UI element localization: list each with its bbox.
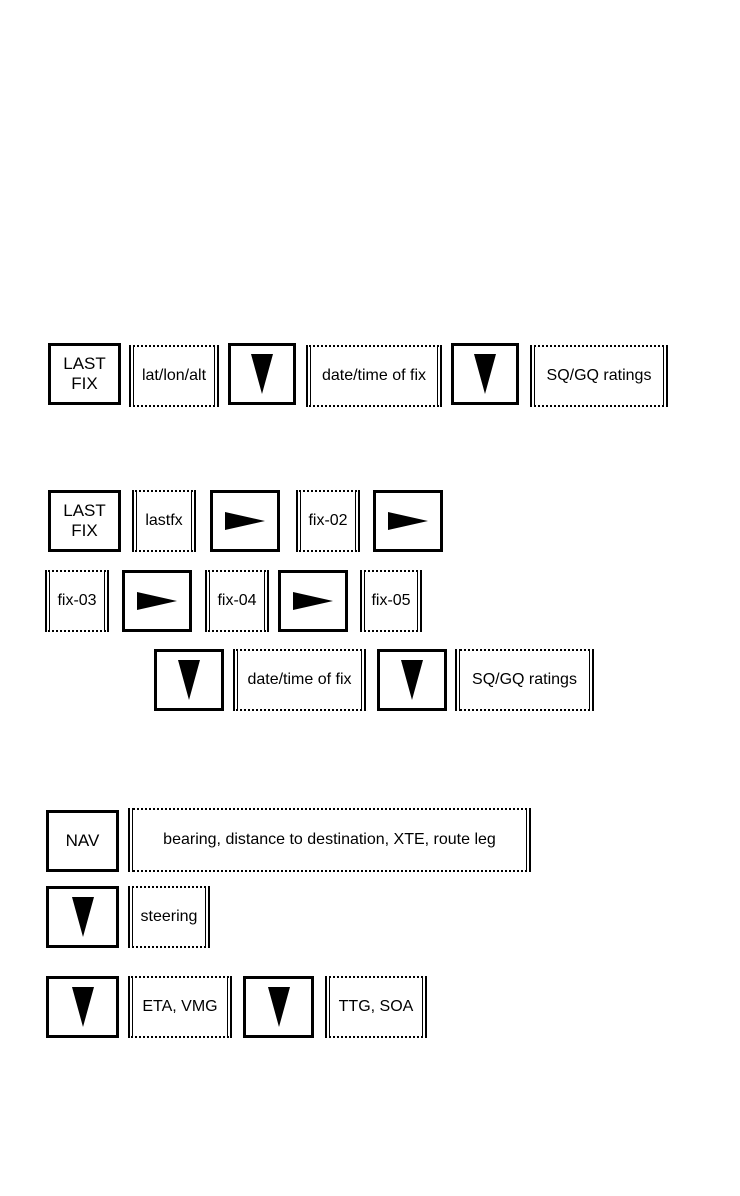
down-arrow-key[interactable] xyxy=(46,886,119,948)
screen-eta-vmg: ETA, VMG xyxy=(128,976,232,1038)
right-arrow-key[interactable] xyxy=(278,570,348,632)
screen-lat-lon-alt: lat/lon/alt xyxy=(129,345,219,407)
triangle-right-icon xyxy=(293,592,333,610)
triangle-down-icon xyxy=(72,897,94,937)
screen-sq-gq-ratings: SQ/GQ ratings xyxy=(530,345,668,407)
triangle-right-icon xyxy=(137,592,177,610)
triangle-down-icon xyxy=(401,660,423,700)
down-arrow-key[interactable] xyxy=(228,343,296,405)
triangle-down-icon xyxy=(178,660,200,700)
down-arrow-key[interactable] xyxy=(46,976,119,1038)
down-arrow-key[interactable] xyxy=(154,649,224,711)
screen-steering: steering xyxy=(128,886,210,948)
nav-key[interactable]: NAV xyxy=(46,810,119,872)
screen-ttg-soa: TTG, SOA xyxy=(325,976,427,1038)
triangle-right-icon xyxy=(388,512,428,530)
triangle-right-icon xyxy=(225,512,265,530)
screen-fix-04: fix-04 xyxy=(205,570,269,632)
screen-date-time-of-fix: date/time of fix xyxy=(306,345,442,407)
last-fix-key[interactable]: LAST FIX xyxy=(48,343,121,405)
screen-lastfx: lastfx xyxy=(132,490,196,552)
screen-fix-02: fix-02 xyxy=(296,490,360,552)
down-arrow-key[interactable] xyxy=(243,976,314,1038)
down-arrow-key[interactable] xyxy=(451,343,519,405)
screen-fix-03: fix-03 xyxy=(45,570,109,632)
screen-fix-05: fix-05 xyxy=(360,570,422,632)
screen-date-time-of-fix: date/time of fix xyxy=(233,649,366,711)
triangle-down-icon xyxy=(268,987,290,1027)
screen-nav-main: bearing, distance to destination, XTE, r… xyxy=(128,808,531,872)
right-arrow-key[interactable] xyxy=(122,570,192,632)
screen-sq-gq-ratings: SQ/GQ ratings xyxy=(455,649,594,711)
right-arrow-key[interactable] xyxy=(210,490,280,552)
last-fix-key[interactable]: LAST FIX xyxy=(48,490,121,552)
triangle-down-icon xyxy=(251,354,273,394)
triangle-down-icon xyxy=(72,987,94,1027)
triangle-down-icon xyxy=(474,354,496,394)
right-arrow-key[interactable] xyxy=(373,490,443,552)
down-arrow-key[interactable] xyxy=(377,649,447,711)
